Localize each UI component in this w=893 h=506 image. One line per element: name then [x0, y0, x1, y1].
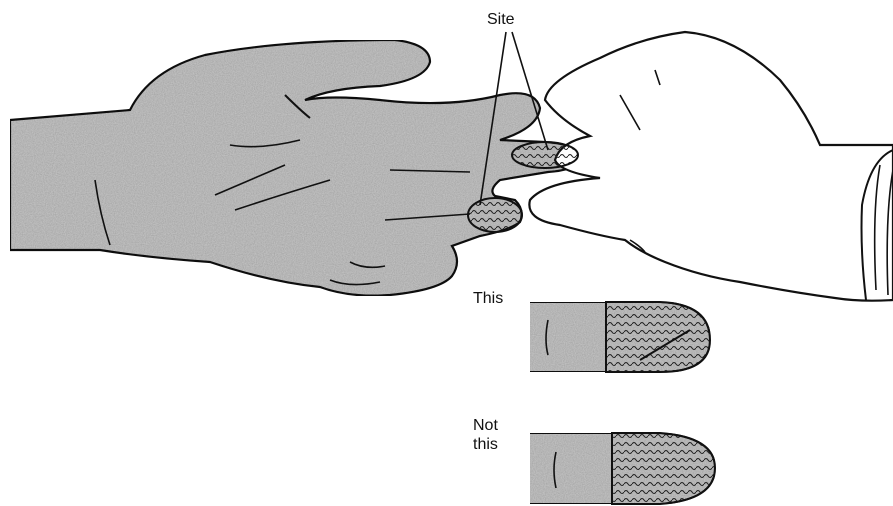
incorrect-site-fingertip-icon	[530, 433, 715, 504]
clinician-gloved-hand	[529, 32, 893, 301]
not-this-label-line1: Not	[473, 416, 513, 435]
not-this-label: Not this	[473, 416, 513, 454]
site-label: Site	[487, 10, 515, 29]
correct-site-fingertip-icon	[530, 302, 710, 372]
not-this-label-line2: this	[473, 435, 513, 454]
this-label: This	[473, 289, 503, 308]
patient-hand	[10, 40, 580, 296]
